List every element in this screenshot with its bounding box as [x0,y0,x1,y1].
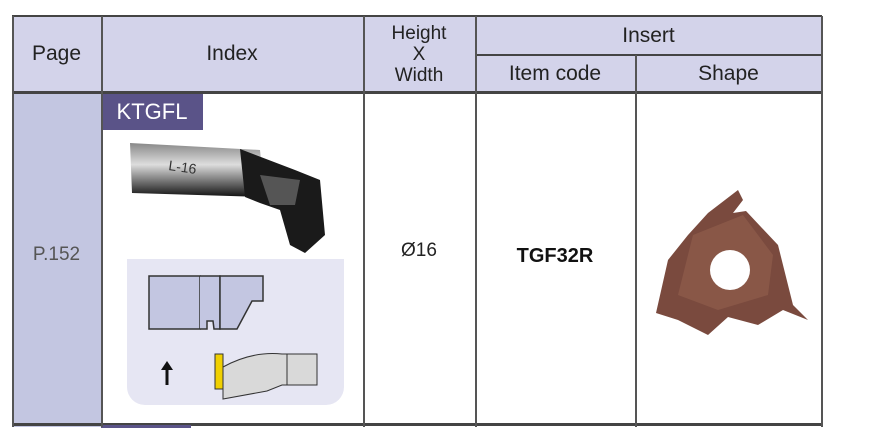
header-width-label: Width [394,64,444,86]
header-x-label: X [412,43,426,65]
header-insert-label: Insert [622,23,675,47]
item-code-cell: TGF32R [475,245,635,268]
index-label-badge: KTGFL [101,93,203,130]
orientation-diagram [127,259,344,405]
holder-image: L-16 [130,143,325,253]
insert-shape-image [656,190,808,335]
header-height-width: Height X Width [363,16,475,92]
diagram-drawing [148,275,318,400]
size-value: Ø16 [401,240,437,261]
header-index-label: Index [206,42,258,65]
holder-marking: L-16 [168,157,198,177]
header-page: Page [12,16,101,92]
header-height-label: Height [391,22,447,44]
header-insert: Insert [475,16,822,55]
page-cell: P.152 [12,92,101,427]
header-item-code: Item code [475,55,635,92]
index-label: KTGFL [116,98,188,124]
item-code-link[interactable]: TGF32R [516,245,594,267]
header-shape: Shape [635,55,822,92]
header-page-label: Page [31,42,82,65]
header-item-code-label: Item code [508,61,602,85]
header-shape-label: Shape [698,61,759,85]
page-link[interactable]: P.152 [32,243,81,265]
size-cell: Ø16 [363,240,475,262]
header-index: Index [101,16,363,92]
